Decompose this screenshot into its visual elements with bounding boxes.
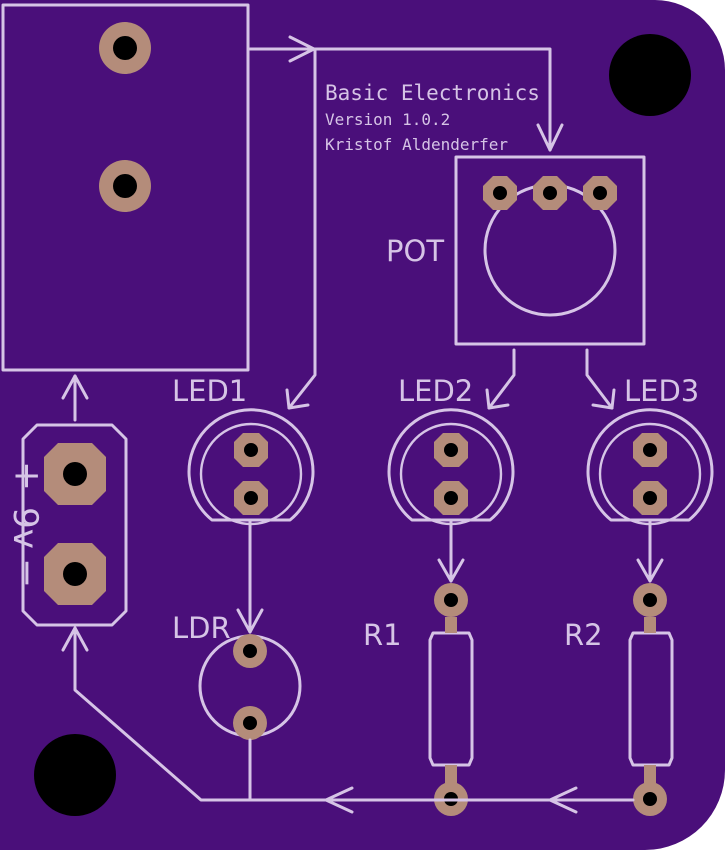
- r1-lead-bottom: [445, 765, 457, 783]
- r2-label: R2: [564, 618, 603, 652]
- pot-label: POT: [386, 234, 444, 268]
- r2-lead-top: [644, 617, 656, 633]
- board-author: Kristof Aldenderfer: [325, 135, 508, 154]
- arrow-to-led1: [287, 47, 317, 410]
- led2-label: LED2: [398, 374, 473, 408]
- r2-outline: [628, 631, 674, 767]
- battery-connector-pad-minus: [44, 543, 106, 605]
- r1-lead-top: [445, 617, 457, 633]
- led3-outline: [586, 408, 714, 522]
- led2-outline: [387, 408, 515, 522]
- battery-plus-label: +: [7, 461, 48, 491]
- ground-return-line: [73, 626, 635, 802]
- led3-label: LED3: [624, 374, 699, 408]
- led1-pads: [234, 433, 268, 515]
- battery-connector-pad-plus: [44, 443, 106, 505]
- mounting-hole-top-right: [609, 34, 691, 116]
- led1-outline: [187, 408, 315, 522]
- battery-holder-outline: [1, 3, 250, 372]
- battery-minus-label: −: [7, 558, 48, 588]
- board-version: Version 1.0.2: [325, 110, 450, 129]
- ldr-label: LDR: [172, 611, 231, 645]
- r1-pads: [434, 583, 468, 816]
- pot-pads: [483, 176, 617, 210]
- battery-holder-pad-bottom: [99, 160, 151, 212]
- battery-connector-outline: [21, 423, 128, 627]
- led1-label: LED1: [172, 374, 247, 408]
- mounting-hole-bottom-left: [34, 734, 116, 816]
- arrow-pot-to-led2: [487, 348, 516, 410]
- arrow-battery-to-pot: [248, 47, 552, 152]
- arrow-pot-to-led3: [585, 348, 614, 410]
- r2-lead-bottom: [644, 765, 656, 783]
- board-title: Basic Electronics: [325, 81, 540, 105]
- r1-outline: [428, 631, 474, 767]
- r1-label: R1: [363, 618, 402, 652]
- r2-pads: [633, 583, 667, 816]
- pot-outline: [454, 155, 646, 346]
- led3-pads: [633, 433, 667, 515]
- led2-pads: [434, 433, 468, 515]
- ldr-pads: [233, 634, 267, 740]
- battery-holder-pad-top: [99, 22, 151, 74]
- battery-voltage-label: 9v: [5, 507, 45, 549]
- signal-arrows: [61, 35, 664, 814]
